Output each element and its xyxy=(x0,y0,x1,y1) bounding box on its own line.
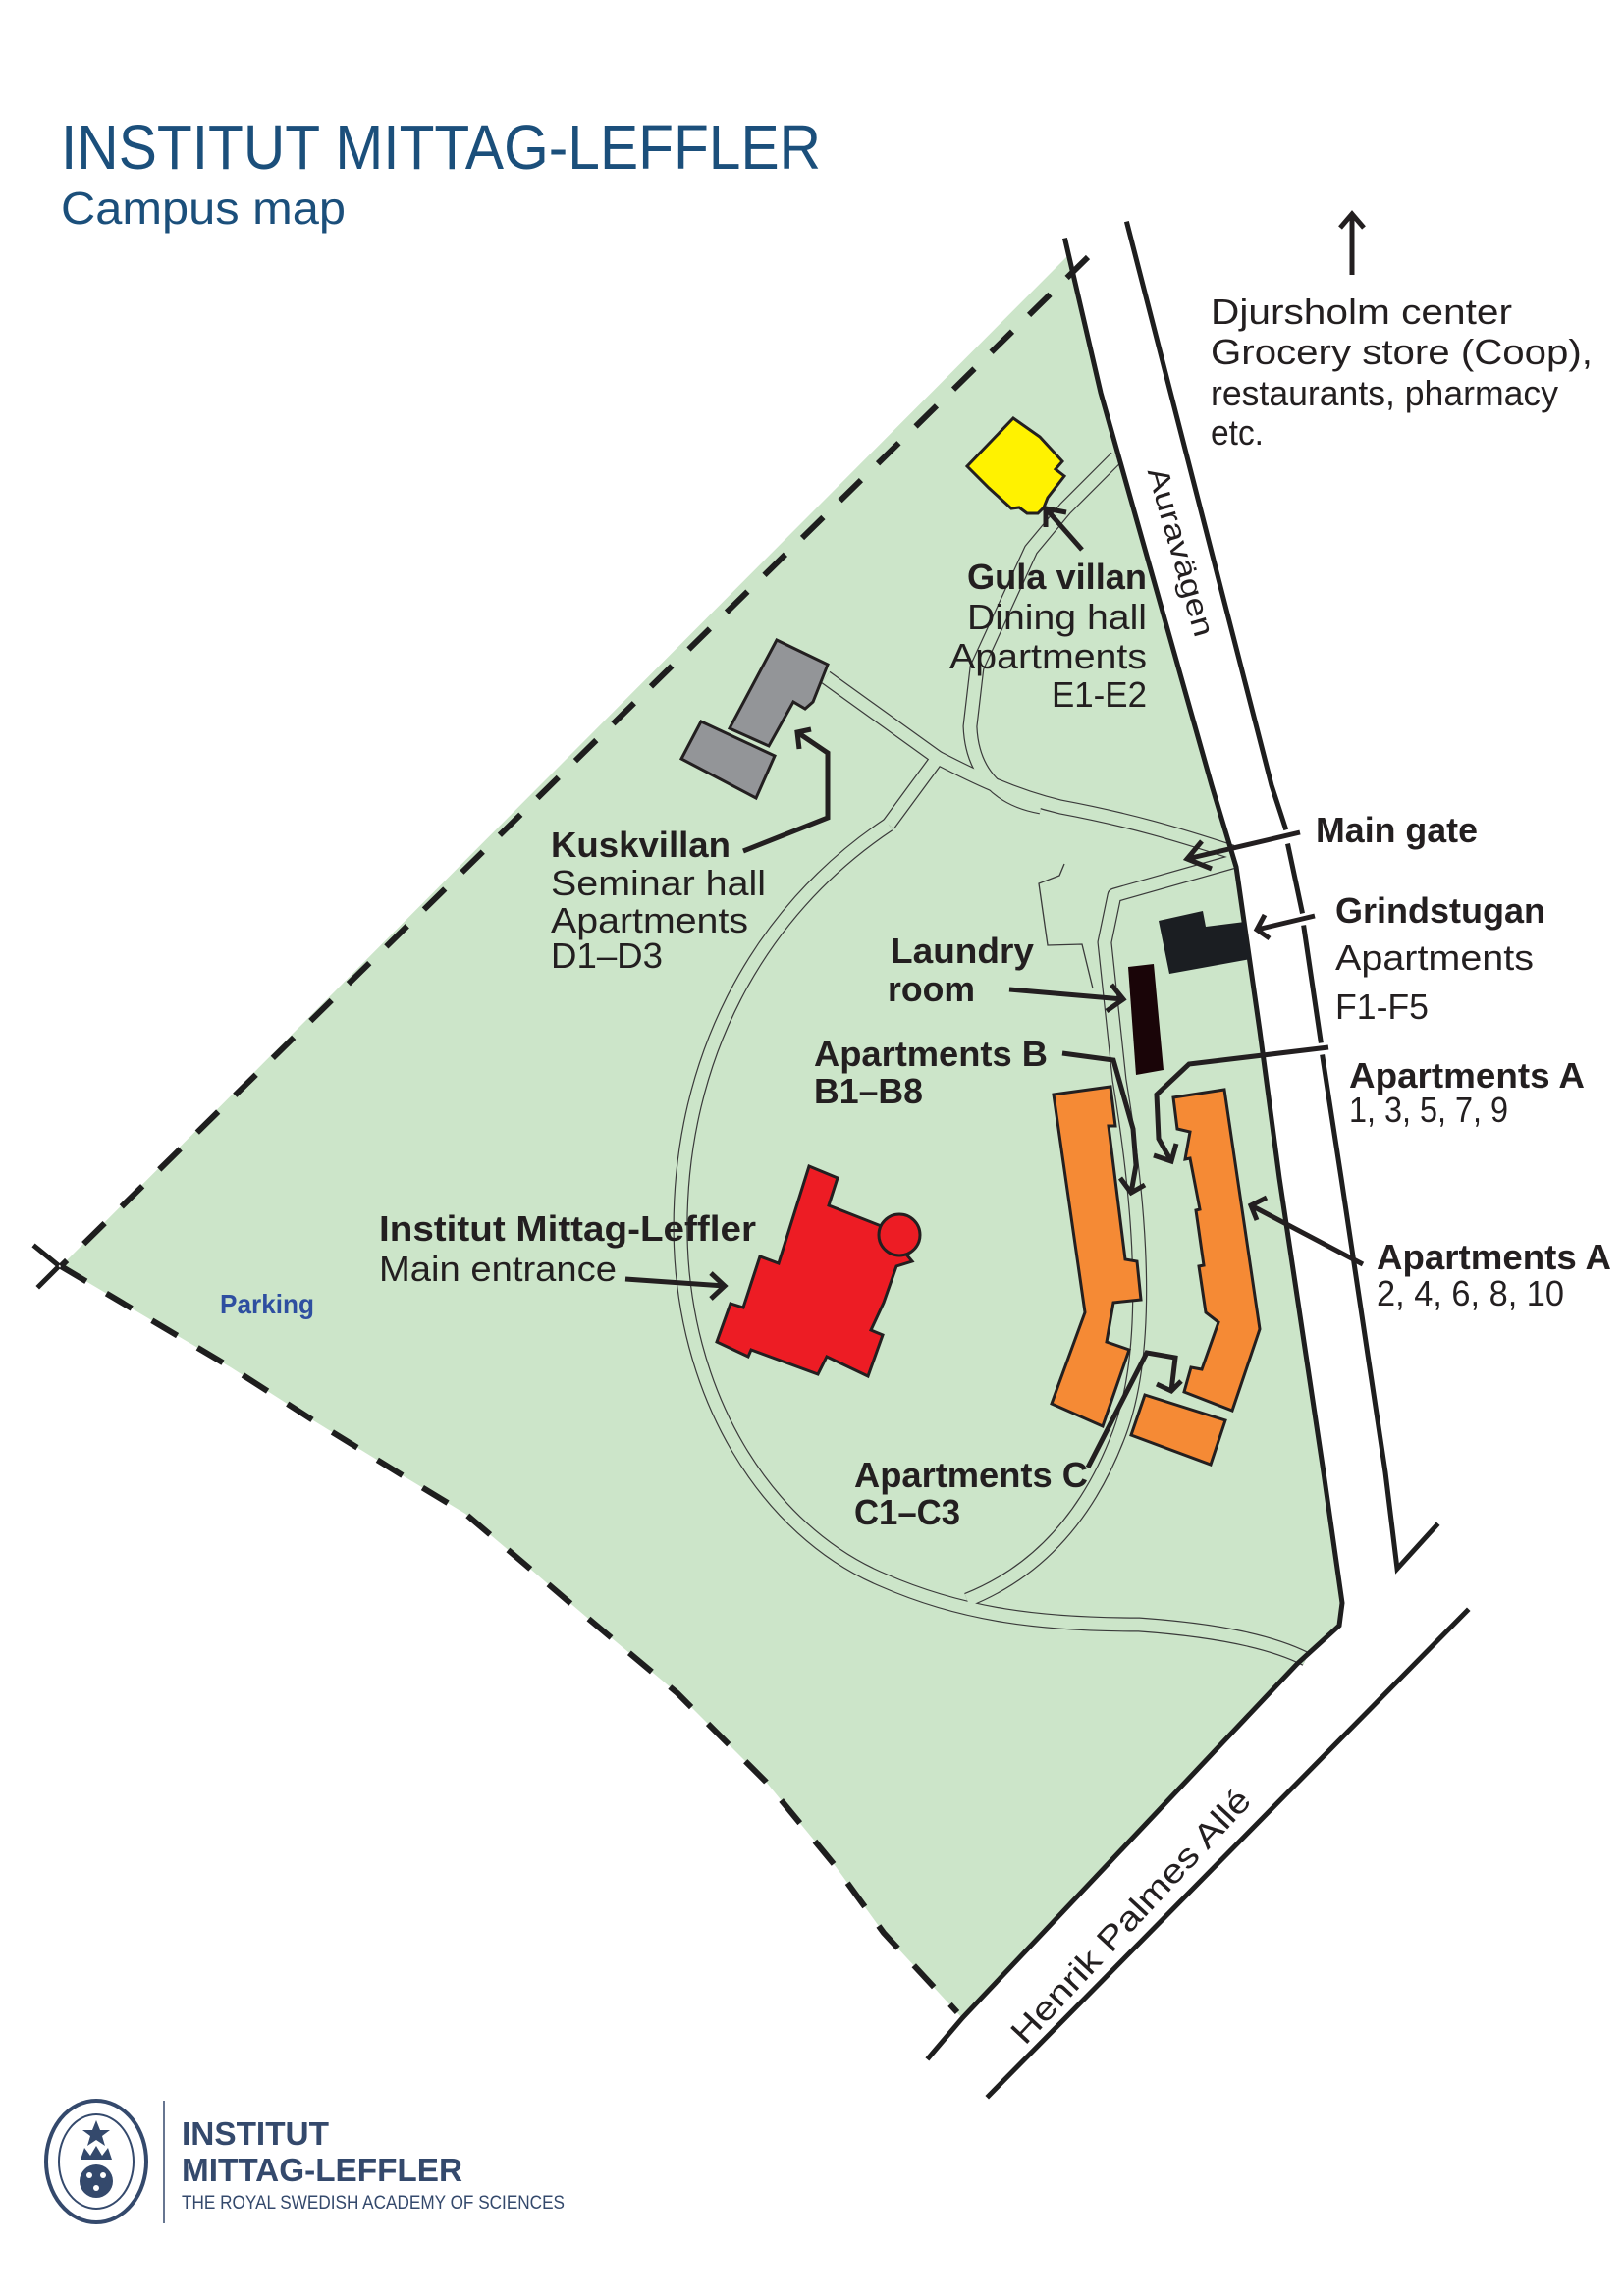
arrow-institute xyxy=(624,1271,729,1301)
building-kuskvillan[interactable] xyxy=(678,638,830,801)
footpaths xyxy=(673,452,1310,1666)
label-grindstugan-name: Grindstugan xyxy=(1335,890,1545,931)
label-institute-name: Institut Mittag-Leffler xyxy=(379,1208,756,1249)
label-main-gate: Main gate xyxy=(1316,810,1478,850)
page-subtitle: Campus map xyxy=(61,183,346,234)
label-gula-villan-line: Apartments xyxy=(949,636,1147,676)
arrow-apartments-c xyxy=(1085,1350,1183,1469)
logo-line-1: INSTITUT xyxy=(182,2115,329,2152)
building-laundry-room[interactable] xyxy=(1128,964,1164,1075)
label-laundry-line: room xyxy=(888,969,975,1009)
campus-boundary-south xyxy=(59,1263,960,2015)
building-institut-mittag-leffler[interactable] xyxy=(715,1163,922,1379)
directions-line-3: restaurants, pharmacy xyxy=(1211,373,1558,413)
label-kuskvillan-line: Apartments xyxy=(551,900,748,940)
campus-area xyxy=(61,240,1342,2018)
road-edges xyxy=(925,220,1471,2100)
leader-arrows xyxy=(624,505,1365,1469)
academy-seal-logo xyxy=(44,2099,148,2224)
building-apartments-b[interactable] xyxy=(1050,1085,1143,1429)
logo-line-3: THE ROYAL SWEDISH ACADEMY OF SCIENCES xyxy=(182,2193,565,2214)
arrow-grindstugan xyxy=(1253,913,1316,941)
directions-line-1: Djursholm center xyxy=(1211,292,1512,332)
logo-line-2: MITTAG-LEFFLER xyxy=(182,2152,462,2188)
label-kuskvillan-name: Kuskvillan xyxy=(551,825,731,865)
label-kuskvillan-line: D1–D3 xyxy=(551,935,663,976)
arrow-laundry xyxy=(1008,983,1127,1014)
campus-boundary-north xyxy=(58,254,1091,1269)
building-apartments-a[interactable] xyxy=(1171,1088,1262,1413)
label-laundry-line: Laundry xyxy=(891,931,1034,971)
label-apartments-a-even-name: Apartments A xyxy=(1377,1237,1611,1277)
label-kuskvillan-line: Seminar hall xyxy=(551,863,766,903)
label-apartments-a-odd-units: 1, 3, 5, 7, 9 xyxy=(1349,1090,1508,1130)
building-apartments-c[interactable] xyxy=(1129,1393,1227,1467)
label-parking: Parking xyxy=(220,1289,314,1319)
arrow-apartments-a-even xyxy=(1247,1195,1365,1267)
arrow-gula-villan xyxy=(1043,505,1084,552)
label-grindstugan-line: Apartments xyxy=(1335,937,1534,978)
label-apartments-b-units: B1–B8 xyxy=(814,1071,923,1111)
label-apartments-a-odd-name: Apartments A xyxy=(1349,1055,1585,1095)
directions-line-4: etc. xyxy=(1211,412,1264,453)
label-apartments-c-name: Apartments C xyxy=(854,1455,1088,1495)
label-apartments-c-units: C1–C3 xyxy=(854,1492,960,1532)
building-gula-villan[interactable] xyxy=(964,416,1067,515)
page-title: INSTITUT MITTAG-LEFFLER xyxy=(61,112,821,183)
north-arrow-icon xyxy=(1338,210,1366,275)
arrow-main-gate xyxy=(1182,829,1301,872)
building-grindstugan[interactable] xyxy=(1159,911,1251,974)
label-gula-villan-name: Gula villan xyxy=(967,557,1147,597)
label-gula-villan-line: Dining hall xyxy=(967,597,1147,637)
boundary-corner-mark xyxy=(31,1243,61,1290)
label-grindstugan-line: F1-F5 xyxy=(1335,987,1429,1027)
directions-line-2: Grocery store (Coop), xyxy=(1211,332,1593,372)
label-institute-entrance: Main entrance xyxy=(379,1249,617,1289)
arrow-apartments-a-odd xyxy=(1153,1044,1329,1165)
label-apartments-a-even-units: 2, 4, 6, 8, 10 xyxy=(1377,1273,1564,1313)
label-gula-villan-line: E1-E2 xyxy=(1052,674,1147,715)
label-apartments-b-name: Apartments B xyxy=(814,1034,1048,1074)
arrow-kuskvillan xyxy=(742,726,831,854)
arrow-apartments-b xyxy=(1061,1050,1147,1197)
